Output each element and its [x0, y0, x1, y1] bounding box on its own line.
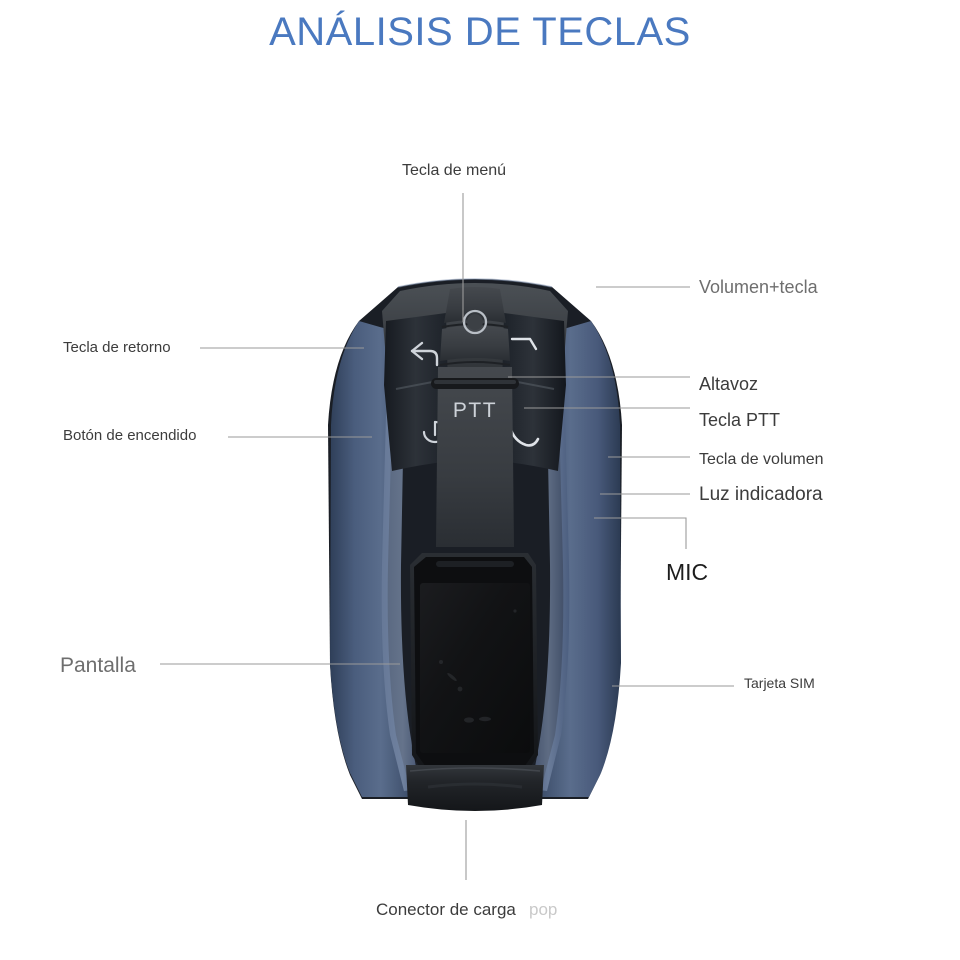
callout-label-menu-key: Tecla de menú [402, 162, 507, 179]
callout-label-volume-plus: Volumen+tecla [699, 277, 818, 297]
center-keypad [436, 287, 514, 547]
callout-label-speaker: Altavoz [699, 374, 759, 394]
charge-port-slot [427, 782, 523, 789]
earpiece-slit [436, 561, 514, 567]
speaker-slot [431, 378, 519, 389]
callout-label-display: Pantalla [60, 654, 136, 677]
callout-label-indicator-light: Luz indicadora [699, 484, 823, 505]
menu-key-icon [462, 309, 488, 335]
callout-label-return-key: Tecla de retorno [63, 339, 171, 356]
return-key-icon [410, 341, 439, 367]
display-glass [420, 583, 530, 753]
callout-label-sim-card: Tarjeta SIM [744, 675, 815, 691]
callout-label-charge-port-extra: pop [529, 900, 558, 919]
callout-label-charge-port: Conector de carga [376, 900, 516, 919]
callout-label-ptt-key: Tecla PTT [699, 410, 781, 430]
callout-label-mic: MIC [666, 559, 709, 585]
call-key-icon [508, 425, 540, 447]
callout-label-volume-key: Tecla de volumen [699, 451, 824, 468]
body-panel-left [330, 321, 412, 797]
ptt-label: PTT [453, 399, 497, 422]
volume-up-key-icon [510, 337, 538, 351]
callout-label-power-button: Botón de encendido [63, 427, 197, 444]
page-title: ANÁLISIS DE TECLAS [269, 10, 691, 54]
bottom-chin [406, 765, 544, 811]
device-illustration: PTT [300, 265, 650, 815]
body-panel-right [539, 321, 621, 797]
screen-assembly [410, 553, 538, 771]
